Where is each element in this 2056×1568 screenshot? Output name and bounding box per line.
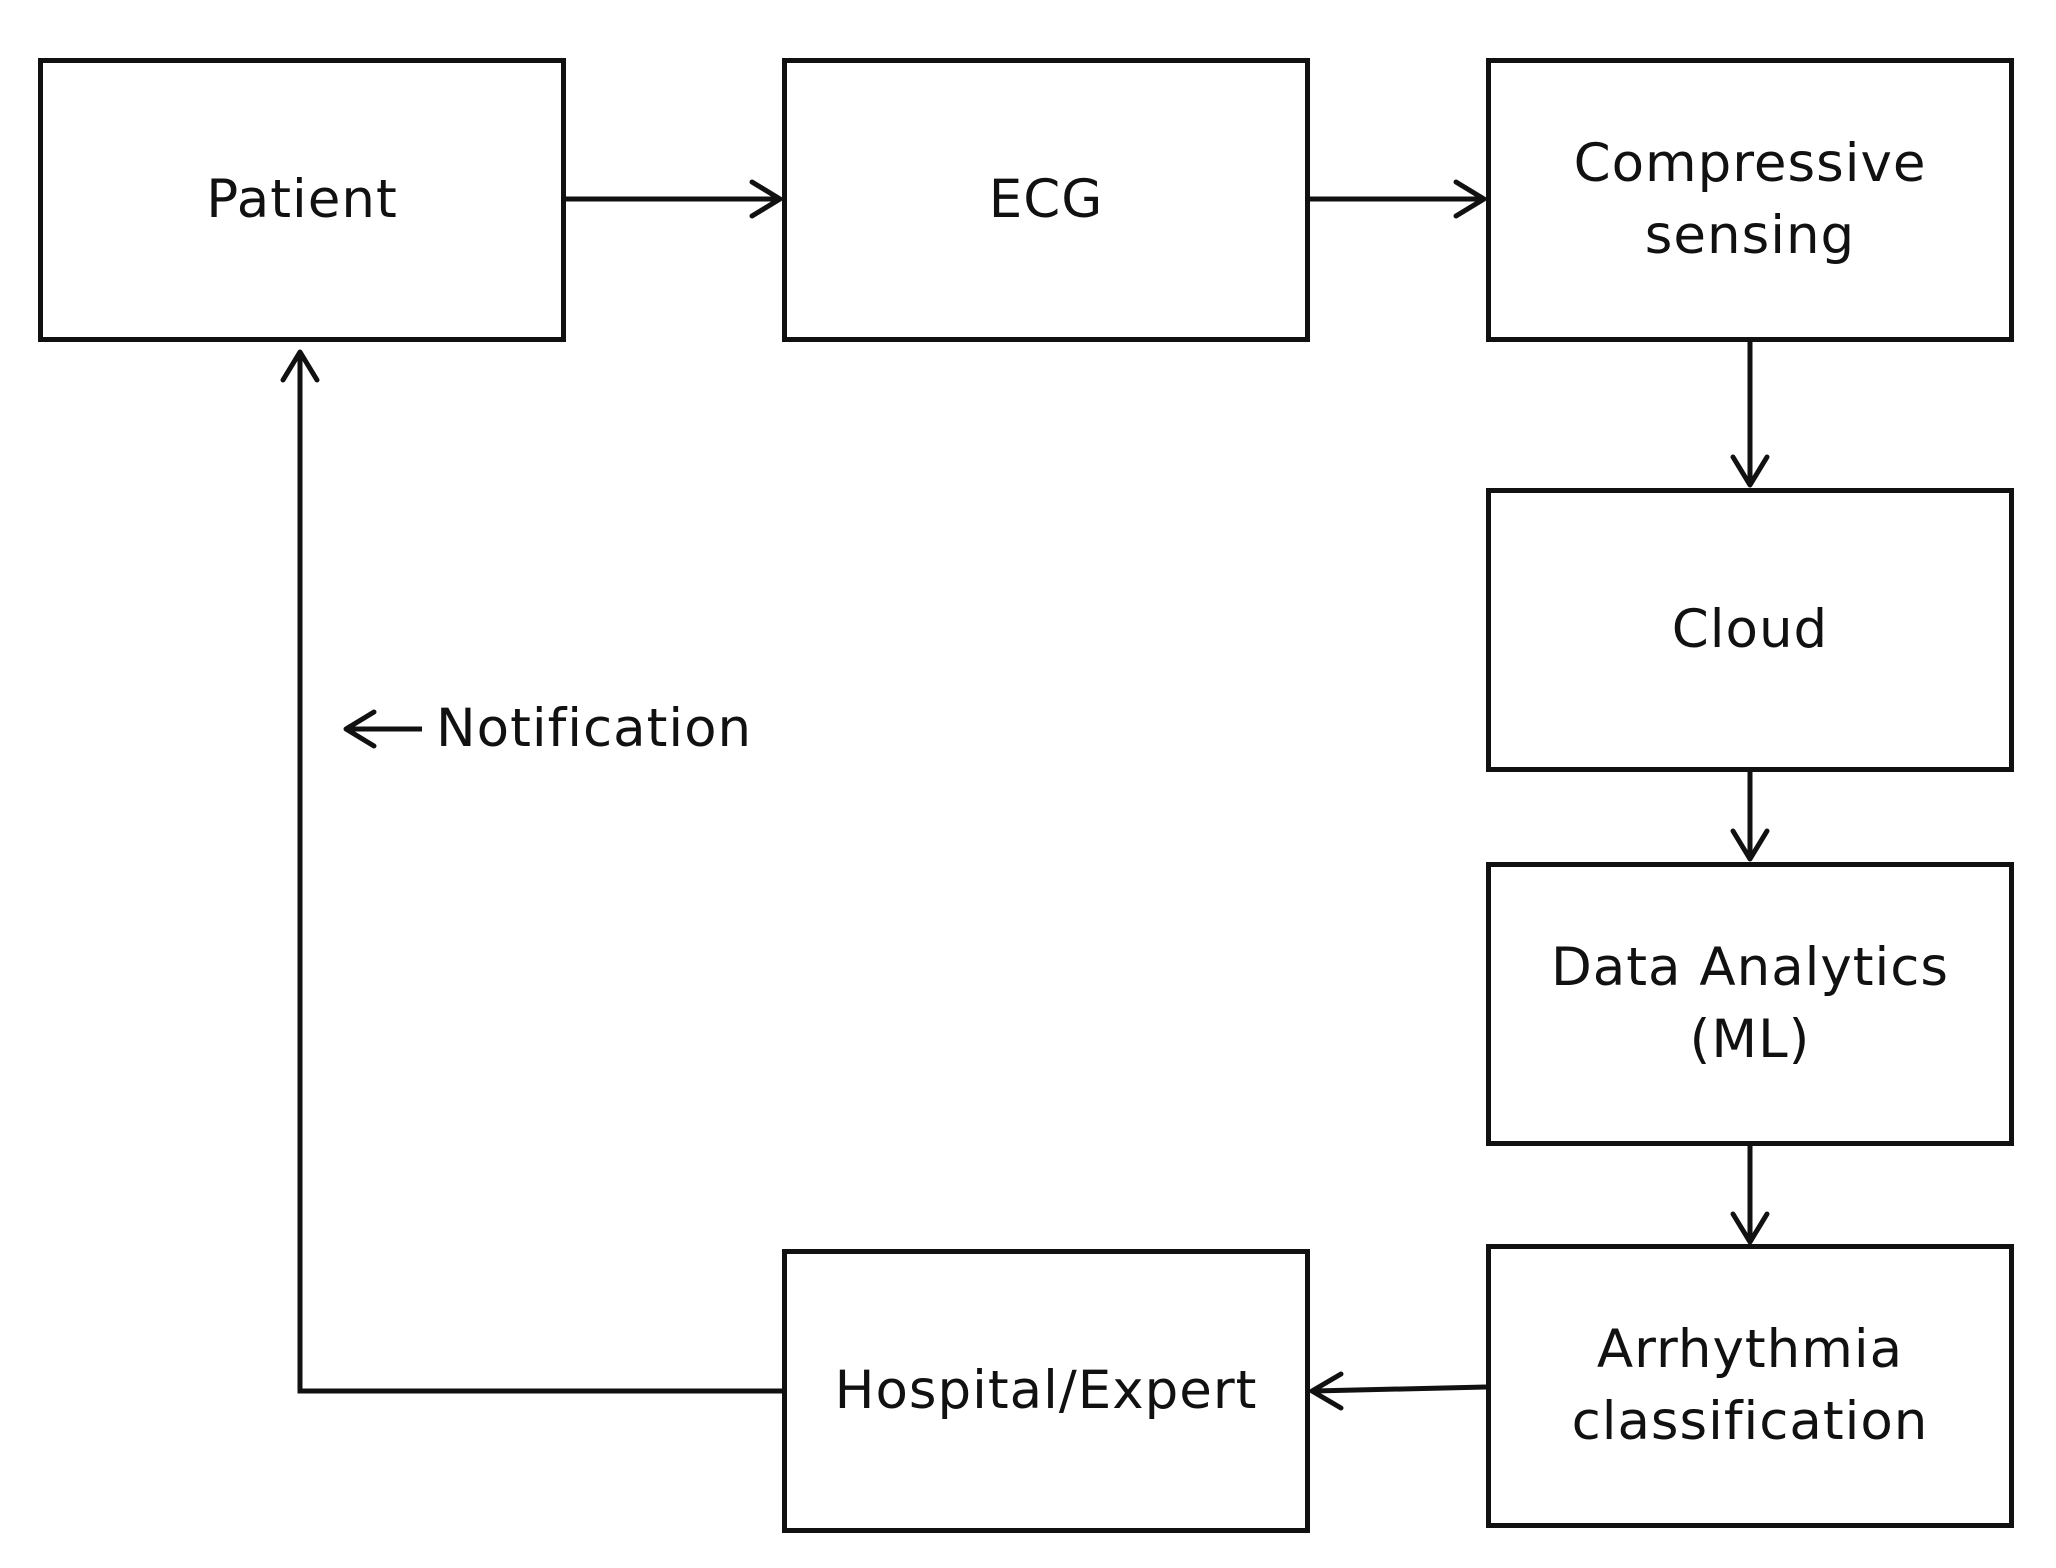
node-cloud-label: Cloud [1671,599,1829,660]
edge-compressive-sensing-to-cloud [1730,341,1770,488]
edge-arrhythmia-to-hospital [1309,1371,1487,1411]
edge-cloud-to-data-analytics [1730,771,1770,862]
node-compressive-sensing-label: Compressive sensing [1573,133,1927,266]
notification-arrow [343,709,422,749]
edge-patient-to-ecg [564,179,783,219]
edge-data-analytics-to-arrhythmia [1730,1146,1770,1245]
edge-hospital-to-patient [280,349,782,1394]
node-data-analytics-label: Data Analytics (ML) [1550,937,1950,1070]
node-arrhythmia-classification: Arrhythmia classification [1486,1244,2014,1528]
node-compressive-sensing: Compressive sensing [1486,58,2014,342]
node-data-analytics: Data Analytics (ML) [1486,862,2014,1146]
node-arrhythmia-classification-label: Arrhythmia classification [1571,1319,1929,1452]
node-patient-label: Patient [206,169,398,230]
node-ecg: ECG [782,58,1310,342]
node-hospital-expert-label: Hospital/Expert [834,1360,1258,1421]
notification-label: Notification [436,698,753,759]
node-hospital-expert: Hospital/Expert [782,1249,1310,1533]
node-cloud: Cloud [1486,488,2014,772]
node-ecg-label: ECG [988,169,1104,230]
edge-ecg-to-compressive-sensing [1308,179,1487,219]
node-patient: Patient [38,58,566,342]
